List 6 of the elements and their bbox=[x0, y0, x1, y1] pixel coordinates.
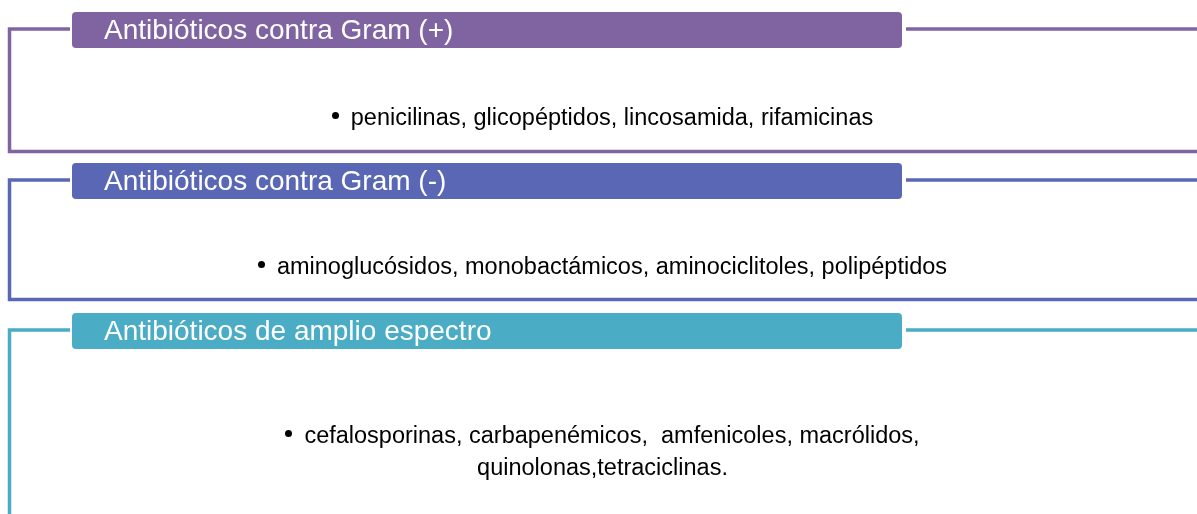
heading-tab: Antibióticos contra Gram (+) bbox=[72, 12, 902, 48]
heading-tab: Antibióticos contra Gram (-) bbox=[72, 163, 902, 199]
list-item-text: aminoglucósidos, monobactámicos, aminociclitoles, polipéptidos bbox=[276, 253, 948, 279]
list-item-text: penicilinas, glicopéptidos, lincosamida, rifamicinas bbox=[350, 104, 874, 130]
heading-tab: Antibióticos de amplio espectro bbox=[72, 313, 902, 349]
list-item-text: cefalosporinas, carbapenémicos, amfenicoles, macrólidos, quinolonas,tetraciclinas. bbox=[304, 422, 921, 480]
